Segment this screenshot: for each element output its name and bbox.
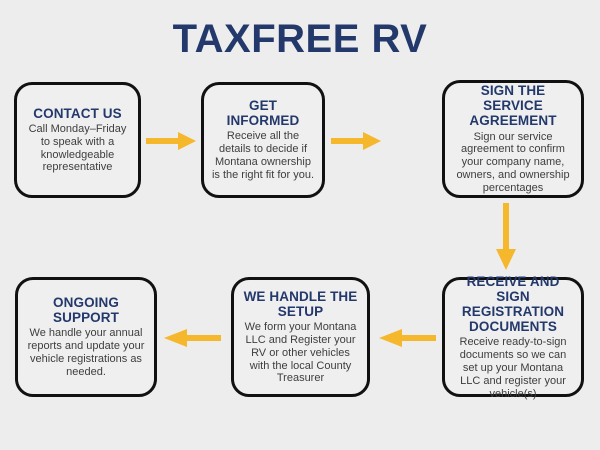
arrow-down-icon — [495, 203, 517, 271]
step-body: Receive all the details to decide if Mon… — [211, 130, 315, 181]
step-heading: ONGOING SUPPORT — [53, 295, 119, 326]
step-body: We handle your annual reports and update… — [27, 327, 145, 378]
step-heading: SIGN THE SERVICE AGREEMENT — [469, 83, 557, 129]
step-body: We form your Montana LLC and Register yo… — [244, 320, 357, 385]
arrow-left-icon — [378, 328, 436, 348]
step-box-receive-and-sign-registration-documents: RECEIVE AND SIGN REGISTRATION DOCUMENTS … — [442, 273, 584, 400]
step-body: Call Monday–Friday to speak with a knowl… — [28, 122, 127, 174]
step-heading: RECEIVE AND SIGN REGISTRATION DOCUMENTS — [461, 273, 565, 334]
step-box-get-informed: GET INFORMED Receive all the details to … — [201, 82, 325, 198]
arrow-left-icon — [163, 328, 221, 348]
step-heading: GET INFORMED — [226, 98, 300, 129]
step-heading: WE HANDLE THE SETUP — [243, 288, 358, 319]
page-title: TAXFREE RV — [172, 17, 428, 61]
step-body: Sign our service agreement to confirm yo… — [456, 130, 570, 194]
step-box-sign-the-service-agreement: SIGN THE SERVICE AGREEMENT Sign our serv… — [442, 80, 584, 198]
step-body: Receive ready-to-sign documents so we ca… — [459, 336, 567, 400]
step-box-we-handle-the-setup: WE HANDLE THE SETUP We form your Montana… — [231, 277, 370, 397]
arrow-right-icon — [331, 131, 382, 151]
step-box-contact-us: CONTACT US Call Monday–Friday to speak w… — [14, 82, 141, 198]
arrow-right-icon — [146, 131, 197, 151]
step-box-ongoing-support: ONGOING SUPPORT We handle your annual re… — [15, 277, 157, 397]
step-heading: CONTACT US — [33, 105, 122, 121]
